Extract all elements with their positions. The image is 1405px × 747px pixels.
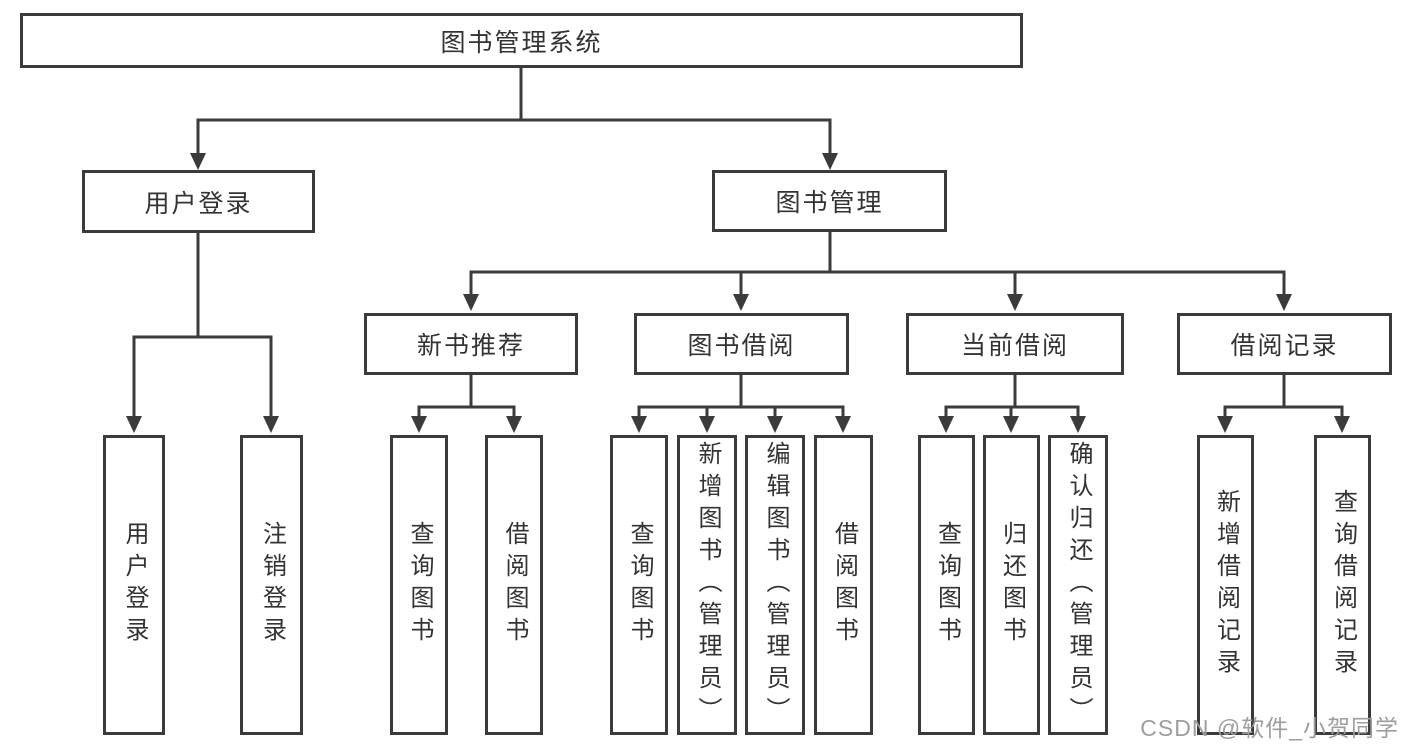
leaf-return-book-label: 归还图书 <box>998 521 1026 649</box>
leaf-borrow-books: 借阅图书 <box>814 435 873 735</box>
leaf-query-books-borrow: 查询图书 <box>610 435 668 735</box>
node-book-borrow: 图书借阅 <box>634 313 849 375</box>
leaf-add-borrow-record: 新增借阅记录 <box>1197 435 1254 735</box>
node-book-borrow-label: 图书借阅 <box>687 332 796 360</box>
leaf-query-books-current-label: 查询图书 <box>933 521 961 649</box>
node-current-borrow-label: 当前借阅 <box>960 332 1069 360</box>
node-borrow-records: 借阅记录 <box>1177 313 1392 375</box>
leaf-confirm-return-admin: 确认归还（管理员） <box>1048 435 1108 735</box>
node-user-login: 用户登录 <box>82 170 315 233</box>
leaf-confirm-return-admin-label: 确认归还（管理员） <box>1065 441 1092 729</box>
node-new-book-recommend: 新书推荐 <box>364 313 578 375</box>
leaf-return-book: 归还图书 <box>983 435 1040 735</box>
node-root: 图书管理系统 <box>20 13 1023 68</box>
leaf-edit-book-admin: 编辑图书（管理员） <box>745 435 805 735</box>
leaf-query-books-recommend-label: 查询图书 <box>406 521 433 649</box>
node-new-book-recommend-label: 新书推荐 <box>416 332 525 360</box>
leaf-query-books-borrow-label: 查询图书 <box>626 521 653 649</box>
leaf-add-borrow-record-label: 新增借阅记录 <box>1212 489 1240 681</box>
leaf-add-book-admin-label: 新增图书（管理员） <box>694 441 721 729</box>
node-borrow-records-label: 借阅记录 <box>1230 332 1339 360</box>
node-book-management: 图书管理 <box>712 170 947 232</box>
leaf-borrow-books-recommend: 借阅图书 <box>485 435 543 735</box>
leaf-query-books-current: 查询图书 <box>918 435 975 735</box>
node-book-management-label: 图书管理 <box>775 189 884 217</box>
leaf-query-borrow-record: 查询借阅记录 <box>1314 435 1371 735</box>
leaf-add-book-admin: 新增图书（管理员） <box>677 435 737 735</box>
leaf-query-borrow-record-label: 查询借阅记录 <box>1329 489 1357 681</box>
leaf-user-login-label: 用户登录 <box>121 521 148 649</box>
leaf-logout-label: 注销登录 <box>258 521 286 649</box>
node-user-login-label: 用户登录 <box>144 189 253 218</box>
node-root-label: 图书管理系统 <box>440 28 603 57</box>
leaf-user-login: 用户登录 <box>103 435 165 735</box>
leaf-logout: 注销登录 <box>240 435 303 735</box>
leaf-query-books-recommend: 查询图书 <box>390 435 448 735</box>
leaf-borrow-books-label: 借阅图书 <box>830 521 858 649</box>
leaf-edit-book-admin-label: 编辑图书（管理员） <box>762 441 789 729</box>
node-current-borrow: 当前借阅 <box>906 313 1124 375</box>
leaf-borrow-books-recommend-label: 借阅图书 <box>501 521 528 649</box>
